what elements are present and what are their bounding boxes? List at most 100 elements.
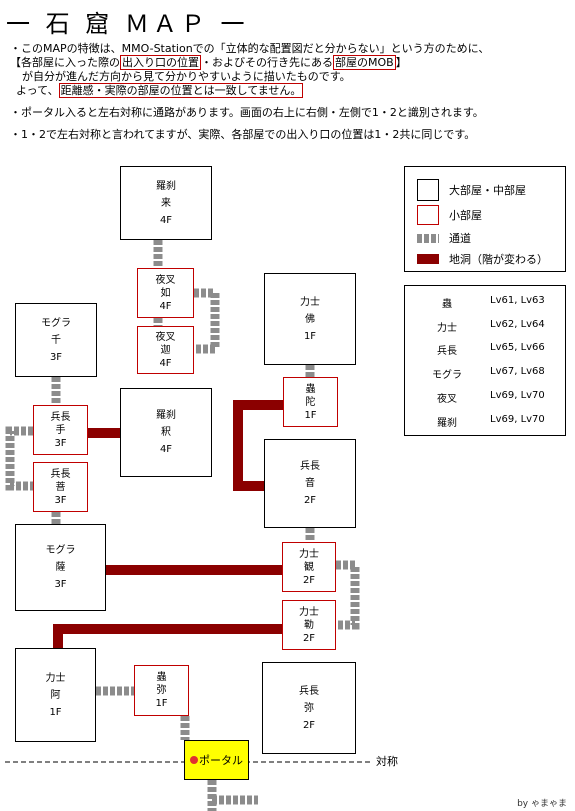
signature: by ゃまゃま [517,799,567,809]
label-text: 如 [160,287,171,299]
label-text: 羅刹 [156,180,176,192]
label-text: 大部屋・中部屋 [449,184,526,197]
label-text: 1F [304,409,317,421]
label-text: 勒 [304,619,314,631]
room-r1: 羅刹来 4F [120,166,212,240]
note-line: が自分が進んだ方向から見て分かりやすいように描いたものです。 [22,70,351,83]
label-text: 佛 [305,313,315,325]
label-text: モグラ [41,317,71,329]
label-text: 羅刹 [437,418,457,429]
label-text: 4F [159,357,172,369]
portal-marker-icon [190,756,198,764]
label-text: Lv69, Lv70 [490,414,545,425]
label-text: 弥 [304,702,314,714]
room-r16: 兵長弥 2F [262,662,356,754]
highlight-entrance: 出入り口の位置 [120,55,201,70]
label-text: 2F [303,495,317,506]
note-text: 】 [395,56,407,69]
label-text: 1F [49,706,62,718]
label-text: 2F [302,632,316,644]
label-text: 音 [305,478,315,489]
label-text: 4F [159,444,173,455]
label-text: 弥 [156,685,167,696]
label-text: 力士 [299,606,319,618]
label-text: Lv65, Lv66 [490,342,545,353]
room-r10: 蟲弥 1F [134,665,189,716]
label-text: 2F [302,719,316,731]
passage [194,288,220,354]
portal-label: ポータル [199,754,243,767]
label-text: モグラ [45,545,76,556]
room-r4: 羅刹釈 4F [120,388,212,477]
label-text: 来 [161,197,171,209]
label-text: 釈 [161,427,171,438]
legend-item-passage: 通道 [417,230,471,246]
label-text: 力士 [300,296,320,308]
label-text: 兵長 [50,468,71,480]
cave-passage [53,624,282,648]
note-text: よって、 [16,84,59,97]
note-line: ・このMAPの特徴は、MMO-Stationでの「立体的な配置図だと分からない」… [10,42,490,55]
label-text: 夜叉 [437,394,457,405]
label-text: 3F [54,494,67,506]
highlight-mob: 部屋のMOB [333,55,396,70]
symmetry-label: 対称 [376,755,398,768]
note-text: ・およびその行き先にある [201,56,333,69]
label-text: Lv67, Lv68 [490,366,545,377]
label-text: 観 [304,561,314,573]
label-text: 1F [155,698,168,709]
label-text: 4F [159,300,172,312]
label-text: 力士 [299,548,319,560]
label-text: 通道 [449,232,471,245]
note-line: よって、距離感・実際の部屋の位置とは一致してません。 [10,83,570,98]
label-text: 夜叉 [155,274,176,286]
passage [336,560,360,630]
label-text: 兵長 [299,685,319,697]
note-line: ・1・2で左右対称と言われてますが、実際、各部屋での出入り口の位置は1・2共に同… [10,128,476,141]
label-text: 夜叉 [155,331,176,343]
portal: ポータル [184,740,249,780]
label-text: 小部屋 [449,209,482,222]
label-text: 3F [49,351,63,363]
label-text: Lv61, Lv63 [490,295,545,306]
label-text: 兵長 [300,461,320,472]
page-title: 一 石 窟 ＭＡＰ 一 [6,10,249,38]
label-text: 羅刹 [156,410,176,421]
label-text: 手 [55,424,66,436]
legend-item-cave: 地洞（階が変わる） [417,251,548,267]
mob-row: 力士 Lv62, Lv64 [405,319,565,334]
label-text: 蟲 [305,383,316,395]
passage [5,426,33,491]
legend-item-big-room: 大部屋・中部屋 [417,179,526,201]
room-r5: モグラ千 3F [15,303,97,377]
mob-row: 羅刹 Lv69, Lv70 [405,414,565,429]
label-text: Lv62, Lv64 [490,319,545,330]
label-text: 4F [159,214,173,226]
label-text: 2F [302,574,316,586]
notes: ・このMAPの特徴は、MMO-Stationでの「立体的な配置図だと分からない」… [10,42,570,142]
label-text: 兵長 [437,346,457,357]
note-text: 【各部屋に入った際の [10,56,120,69]
label-text: 兵長 [50,411,71,423]
label-text: 千 [51,334,61,346]
label-text: 迦 [160,344,171,356]
label-text: 力士 [437,323,457,334]
label-text: 力士 [45,672,66,684]
label-text: 薩 [55,562,66,573]
label-text: 3F [54,437,67,449]
legend: 大部屋・中部屋 小部屋 通道 地洞（階が変わる） [404,166,566,272]
note-line: ・ポータル入ると左右対称に通路があります。画面の右上に右側・左側で1・2と識別さ… [10,106,484,119]
label-text: 蟲 [156,672,167,683]
